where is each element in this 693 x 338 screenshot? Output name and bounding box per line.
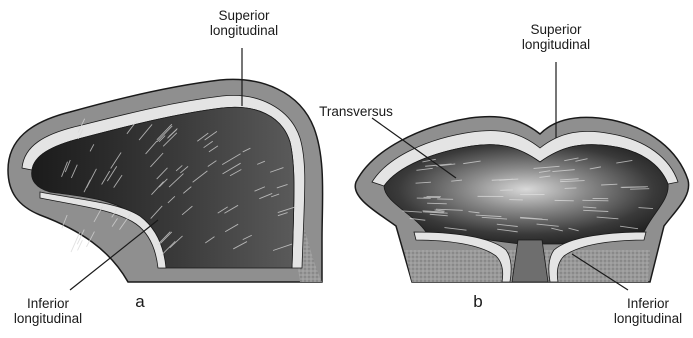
label-a-inferior-longitudinal: Inferior longitudinal [14,296,82,326]
muscle-fibre-streak [565,188,577,189]
label-b-superior-longitudinal: Superior longitudinal [522,22,590,52]
label-b-inferior-line1: Inferior [614,296,682,311]
label-a-superior-longitudinal: Superior longitudinal [210,8,278,38]
label-b-superior-line2: longitudinal [522,37,590,52]
label-a-superior-line2: longitudinal [210,23,278,38]
label-b-superior-line1: Superior [522,22,590,37]
label-a-inferior-line2: longitudinal [14,311,82,326]
muscle-fibre-streak [621,187,648,188]
panel-a-letter: a [135,292,144,312]
panel-b-diagram [355,62,688,290]
label-a-superior-line1: Superior [210,8,278,23]
label-b-inferior-line2: longitudinal [614,311,682,326]
panel-a-diagram [8,48,323,290]
label-b-transversus: Transversus [319,104,393,119]
panel-b-letter: b [473,292,482,312]
label-b-inferior-longitudinal: Inferior longitudinal [614,296,682,326]
label-a-inferior-line1: Inferior [14,296,82,311]
panel-b-median-septum [512,240,548,282]
